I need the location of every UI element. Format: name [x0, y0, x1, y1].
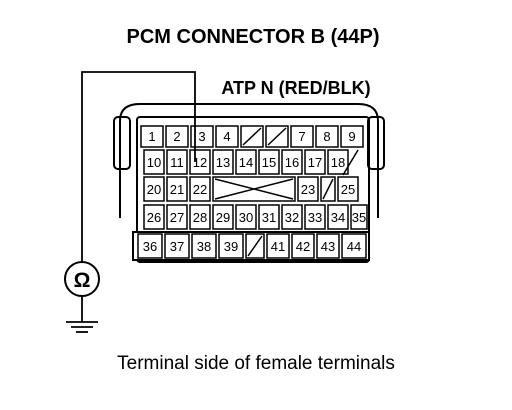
svg-text:39: 39 — [224, 239, 238, 254]
pin-25: 25 — [337, 176, 359, 202]
svg-text:12: 12 — [193, 155, 207, 170]
svg-text:33: 33 — [308, 210, 322, 225]
pin-row-1: 1 2 3 4 7 8 9 — [140, 125, 364, 148]
svg-text:41: 41 — [271, 239, 285, 254]
svg-text:16: 16 — [285, 155, 299, 170]
pin-18: 18 — [327, 149, 349, 175]
pin-28: 28 — [189, 204, 211, 230]
svg-text:25: 25 — [341, 182, 355, 197]
pin-17: 17 — [304, 149, 326, 175]
pin-4: 4 — [215, 125, 239, 148]
pin-10: 10 — [143, 149, 165, 175]
pin-21: 21 — [166, 176, 188, 202]
svg-text:7: 7 — [298, 129, 305, 144]
pin-13: 13 — [212, 149, 234, 175]
pin-23: 23 — [297, 176, 319, 202]
pin-11: 11 — [166, 149, 188, 175]
svg-text:18: 18 — [331, 155, 345, 170]
pin-30: 30 — [235, 204, 257, 230]
svg-text:21: 21 — [170, 182, 184, 197]
svg-text:27: 27 — [170, 210, 184, 225]
pin-42: 42 — [291, 233, 315, 259]
pin-37: 37 — [164, 233, 190, 259]
pin-33: 33 — [304, 204, 326, 230]
svg-text:43: 43 — [321, 239, 335, 254]
pin-blank-19 — [342, 149, 359, 176]
svg-text:11: 11 — [170, 155, 184, 170]
pin-43: 43 — [316, 233, 340, 259]
connector-title: PCM CONNECTOR B (44P) — [127, 26, 380, 48]
svg-text:13: 13 — [216, 155, 230, 170]
pin-35: 35 — [350, 204, 368, 230]
svg-text:22: 22 — [193, 182, 207, 197]
svg-text:20: 20 — [147, 182, 161, 197]
pin-row-4: 26 27 28 29 30 31 32 33 34 35 — [143, 204, 368, 230]
svg-text:Ω: Ω — [74, 269, 91, 292]
svg-text:37: 37 — [170, 239, 184, 254]
svg-text:38: 38 — [197, 239, 211, 254]
svg-text:4: 4 — [223, 129, 230, 144]
pin-15: 15 — [258, 149, 280, 175]
pin-3: 3 — [190, 125, 214, 148]
pin-27: 27 — [166, 204, 188, 230]
pin-44: 44 — [341, 233, 367, 259]
pin-blank-6 — [265, 125, 289, 148]
pin-20: 20 — [143, 176, 165, 202]
svg-text:29: 29 — [216, 210, 230, 225]
svg-text:35: 35 — [352, 210, 366, 225]
pin-7: 7 — [290, 125, 314, 148]
ground-icon — [66, 296, 98, 333]
pin-38: 38 — [191, 233, 217, 259]
svg-text:10: 10 — [147, 155, 161, 170]
pin-blank-24 — [320, 176, 336, 202]
svg-text:42: 42 — [296, 239, 310, 254]
pin-34: 34 — [327, 204, 349, 230]
svg-text:9: 9 — [348, 129, 355, 144]
pin-26: 26 — [143, 204, 165, 230]
wire-label: ATP N (RED/BLK) — [221, 78, 370, 98]
pin-32: 32 — [281, 204, 303, 230]
pin-2: 2 — [165, 125, 189, 148]
connector-housing — [113, 103, 385, 263]
svg-text:32: 32 — [285, 210, 299, 225]
pin-29: 29 — [212, 204, 234, 230]
pin-1: 1 — [140, 125, 164, 148]
svg-text:31: 31 — [262, 210, 276, 225]
diagram-caption: Terminal side of female terminals — [117, 353, 395, 374]
svg-text:28: 28 — [193, 210, 207, 225]
svg-text:26: 26 — [147, 210, 161, 225]
pin-31: 31 — [258, 204, 280, 230]
pin-cavity-blank — [212, 176, 296, 202]
pin-41: 41 — [266, 233, 290, 259]
svg-text:17: 17 — [308, 155, 322, 170]
pin-16: 16 — [281, 149, 303, 175]
svg-text:1: 1 — [148, 129, 155, 144]
pin-8: 8 — [315, 125, 339, 148]
pin-blank-5 — [240, 125, 264, 148]
pin-36: 36 — [137, 233, 163, 259]
pin-blank-40 — [245, 233, 265, 259]
pin-row-3: 20 21 22 23 25 — [143, 176, 359, 202]
svg-text:34: 34 — [331, 210, 345, 225]
pin-14: 14 — [235, 149, 257, 175]
probe-wire — [81, 71, 196, 262]
ohmmeter-icon: Ω — [64, 261, 100, 297]
svg-text:36: 36 — [143, 239, 157, 254]
svg-text:14: 14 — [239, 155, 253, 170]
pin-9: 9 — [340, 125, 364, 148]
svg-text:15: 15 — [262, 155, 276, 170]
svg-text:23: 23 — [301, 182, 315, 197]
svg-text:8: 8 — [323, 129, 330, 144]
pin-row-2: 10 11 12 13 14 15 16 17 18 — [143, 149, 359, 176]
svg-text:30: 30 — [239, 210, 253, 225]
svg-text:3: 3 — [198, 129, 205, 144]
svg-text:2: 2 — [173, 129, 180, 144]
pin-12: 12 — [189, 149, 211, 175]
pin-row-5: 36 37 38 39 41 42 43 44 — [132, 231, 370, 261]
pin-22: 22 — [189, 176, 211, 202]
pin-39: 39 — [218, 233, 244, 259]
svg-text:44: 44 — [347, 239, 361, 254]
